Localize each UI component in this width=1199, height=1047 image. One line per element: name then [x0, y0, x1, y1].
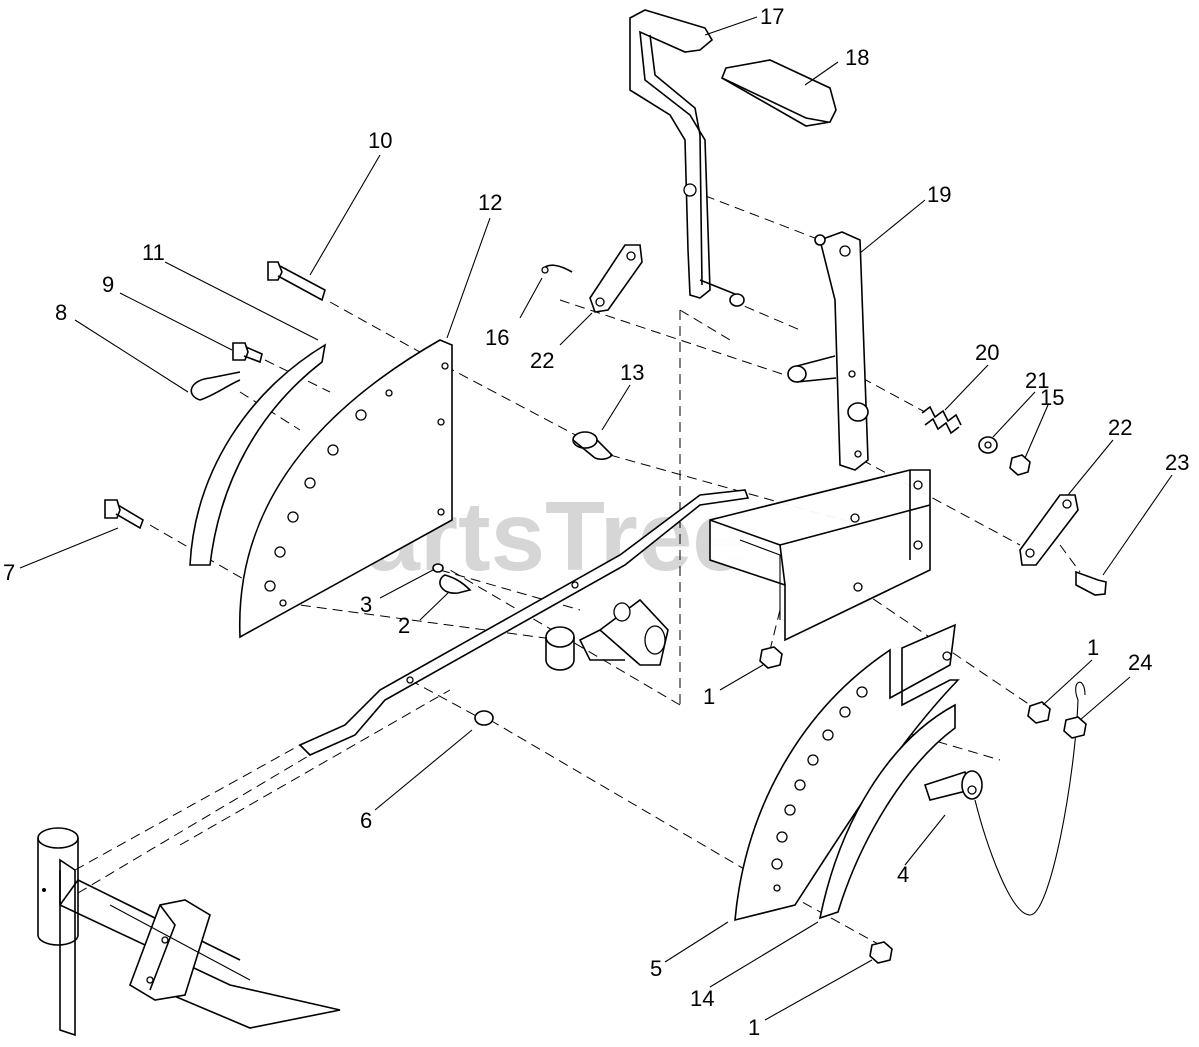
callout-15: 15 — [1040, 385, 1064, 410]
link-22-upper — [541, 244, 643, 313]
spring-washer-nut — [921, 405, 1031, 476]
curved-strip-14 — [818, 703, 956, 920]
callout-12: 12 — [478, 190, 502, 215]
callout-4: 4 — [897, 862, 909, 887]
callout-18: 18 — [845, 45, 869, 70]
callout-22-right: 22 — [1108, 415, 1132, 440]
callout-21: 21 — [1025, 368, 1049, 393]
callout-10: 10 — [368, 128, 392, 153]
callout-9: 9 — [102, 272, 114, 297]
callout-22-upper: 22 — [530, 348, 554, 373]
leader-lines — [19, 16, 1173, 1021]
callout-3: 3 — [360, 592, 372, 617]
callout-7: 7 — [3, 560, 15, 585]
quadrant-plate-12 — [238, 339, 453, 639]
callout-5: 5 — [650, 956, 662, 981]
callout-labels: 17 18 10 12 19 11 9 8 16 22 20 13 21 15 … — [3, 4, 1189, 1040]
callout-17: 17 — [760, 4, 784, 29]
callout-24: 24 — [1128, 650, 1152, 675]
control-rod — [74, 489, 750, 894]
callout-8: 8 — [55, 300, 67, 325]
handle-17 — [629, 9, 745, 307]
curved-strip-11 — [189, 343, 327, 566]
callout-6: 6 — [360, 808, 372, 833]
lower-frame — [37, 827, 341, 1037]
callout-2: 2 — [398, 613, 410, 638]
callout-20: 20 — [975, 340, 999, 365]
link-22-right — [1019, 494, 1107, 596]
lanyard-pin-4 — [923, 681, 1086, 916]
lever-19 — [787, 231, 869, 471]
callout-1-right: 1 — [1087, 635, 1099, 660]
callout-14: 14 — [690, 986, 714, 1011]
callout-13: 13 — [620, 360, 644, 385]
callout-1-bottom: 1 — [748, 1015, 760, 1040]
grip-18 — [720, 59, 837, 127]
center-bracket — [545, 469, 931, 671]
quadrant-plate-5 — [734, 623, 960, 922]
left-hardware — [104, 261, 614, 726]
callout-19: 19 — [927, 182, 951, 207]
callout-11: 11 — [142, 240, 165, 265]
callout-23: 23 — [1165, 450, 1189, 475]
callout-1-center: 1 — [703, 684, 715, 709]
nuts — [759, 646, 1087, 964]
callout-16: 16 — [485, 325, 509, 350]
